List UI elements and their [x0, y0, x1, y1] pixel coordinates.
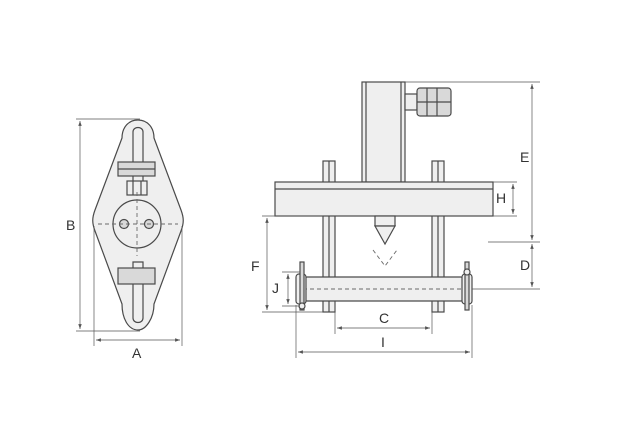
lower-clamp-block — [117, 267, 156, 285]
dimension-D: D — [472, 244, 540, 290]
retainer-left — [299, 261, 305, 311]
dimension-F: F — [251, 215, 323, 313]
dimension-H: H — [493, 181, 517, 217]
yoke-crossbar — [274, 181, 494, 217]
label-A: A — [132, 345, 142, 361]
label-D: D — [520, 257, 530, 273]
dimension-I: I — [295, 305, 473, 358]
label-F: F — [251, 258, 260, 274]
label-I: I — [381, 334, 385, 350]
upper-slot — [132, 126, 144, 191]
lower-slot — [132, 261, 144, 324]
spindle-nose — [374, 215, 396, 227]
label-E: E — [520, 149, 529, 165]
dimension-B: B — [66, 118, 140, 332]
hose-coupler — [404, 93, 418, 111]
dimension-J: J — [272, 271, 300, 307]
hidden-cone — [372, 249, 398, 267]
dimension-E: E — [405, 81, 540, 243]
ring-right — [463, 268, 471, 276]
end-view — [92, 119, 184, 331]
label-J: J — [272, 280, 279, 296]
dimension-A: A — [93, 226, 183, 361]
dimension-C: C — [334, 301, 433, 334]
label-H: H — [496, 190, 506, 206]
hydraulic-cylinder — [361, 81, 406, 183]
label-B: B — [66, 217, 75, 233]
cone-tip — [373, 225, 397, 246]
front-view — [274, 81, 494, 313]
label-C: C — [379, 310, 389, 326]
retainer-right — [464, 261, 470, 311]
